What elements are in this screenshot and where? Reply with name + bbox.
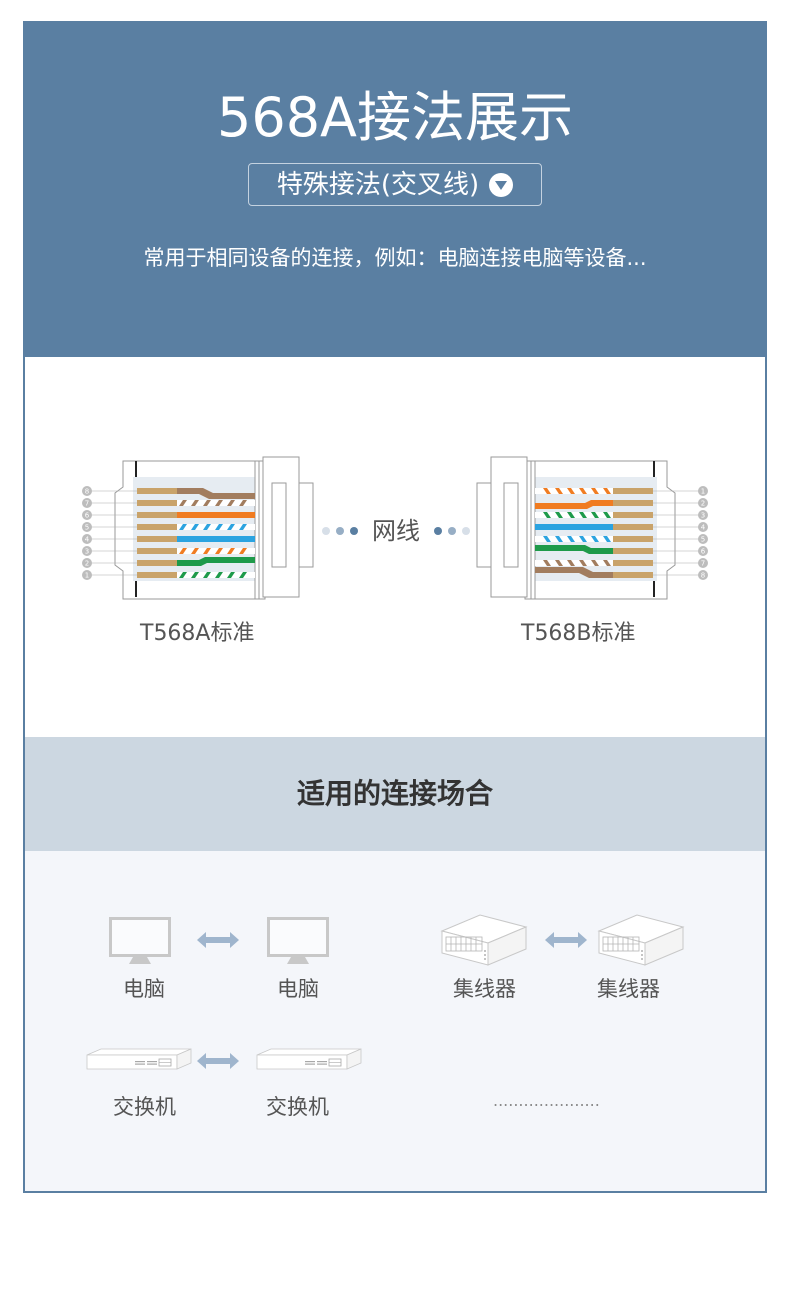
dot-icon xyxy=(448,527,456,535)
monitor-icon xyxy=(267,917,329,964)
scenario-list: 电脑 电脑 xyxy=(25,851,765,1191)
section-header: 适用的连接场合 xyxy=(25,737,765,851)
dot-icon xyxy=(462,527,470,535)
svg-text:2: 2 xyxy=(85,560,89,568)
svg-text:2: 2 xyxy=(701,500,705,508)
cable-text: 网线 xyxy=(372,517,420,545)
svg-text:4: 4 xyxy=(85,536,90,544)
switch-icon xyxy=(256,1048,362,1070)
svg-text:3: 3 xyxy=(701,512,705,520)
scenario-right-label: 电脑 xyxy=(277,977,319,1001)
cable-connector-label: 网线 xyxy=(321,513,471,549)
svg-text:8: 8 xyxy=(701,572,705,580)
svg-text:4: 4 xyxy=(701,524,706,532)
dot-icon xyxy=(336,527,344,535)
t568b-plug-diagram: 1 2 3 4 5 6 7 8 xyxy=(476,456,708,600)
scenario-left-label: 集线器 xyxy=(453,977,516,1001)
svg-text:7: 7 xyxy=(701,560,705,568)
caret-down-circle-icon xyxy=(489,172,514,197)
scenario-right-label: 交换机 xyxy=(266,1095,329,1119)
wiring-type-dropdown[interactable]: 特殊接法(交叉线) xyxy=(248,163,542,206)
bidirectional-arrow-icon xyxy=(197,932,239,948)
monitor-icon xyxy=(109,917,171,964)
dot-icon xyxy=(434,527,442,535)
hub-icon xyxy=(440,914,528,966)
svg-text:5: 5 xyxy=(701,536,705,544)
svg-text:7: 7 xyxy=(85,500,89,508)
bidirectional-arrow-icon xyxy=(197,1053,239,1069)
t568a-caption: T568A标准 xyxy=(140,621,255,646)
svg-text:1: 1 xyxy=(701,488,705,496)
dot-icon xyxy=(322,527,330,535)
hub-icon xyxy=(597,914,685,966)
description: 常用于相同设备的连接，例如：电脑连接电脑等设备... xyxy=(143,246,647,270)
more-ellipsis: ..................... xyxy=(493,1091,600,1110)
page-title: 568A接法展示 xyxy=(216,86,573,149)
svg-text:8: 8 xyxy=(85,488,89,496)
section-title: 适用的连接场合 xyxy=(296,777,493,810)
svg-text:6: 6 xyxy=(701,548,706,556)
svg-text:5: 5 xyxy=(85,524,89,532)
wiring-type-label: 特殊接法(交叉线) xyxy=(276,169,480,200)
hero-header: 568A接法展示 特殊接法(交叉线) 常用于相同设备的连接，例如：电脑连接电脑等… xyxy=(25,23,765,357)
scenario-left-label: 交换机 xyxy=(113,1095,176,1119)
bidirectional-arrow-icon xyxy=(545,932,587,948)
switch-icon xyxy=(86,1048,192,1070)
t568b-caption: T568B标准 xyxy=(521,621,636,646)
svg-text:1: 1 xyxy=(85,572,89,580)
dot-icon xyxy=(350,527,358,535)
scenario-left-label: 电脑 xyxy=(123,977,165,1001)
svg-text:3: 3 xyxy=(85,548,89,556)
content-frame: 568A接法展示 特殊接法(交叉线) 常用于相同设备的连接，例如：电脑连接电脑等… xyxy=(23,21,767,1193)
scenario-right-label: 集线器 xyxy=(597,977,660,1001)
t568a-plug-diagram: 8 7 6 5 4 3 2 1 xyxy=(82,456,314,600)
wiring-diagram: 8 7 6 5 4 3 2 1 T568A标准 网线 xyxy=(25,357,765,737)
svg-text:6: 6 xyxy=(85,512,90,520)
